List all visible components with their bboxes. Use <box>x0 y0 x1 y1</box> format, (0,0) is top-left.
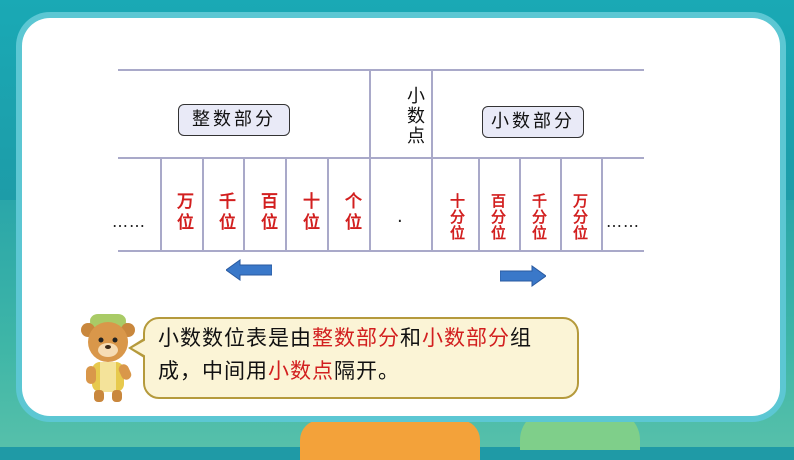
place-qian: 千位 <box>215 192 235 234</box>
divider <box>478 157 480 250</box>
place-thousandths: 千分位 <box>530 193 548 241</box>
divider <box>160 157 162 250</box>
place-ten-thousandths: 万分位 <box>571 193 589 241</box>
arrow-right-icon <box>500 265 546 287</box>
left-ellipsis: …… <box>112 212 146 231</box>
decimal-point-label: 小数点 <box>404 86 425 146</box>
arrow-left-icon <box>226 259 272 281</box>
divider-point-left <box>369 69 371 250</box>
divider-point-right <box>431 69 433 250</box>
integer-part-label: 整数部分 <box>178 104 290 136</box>
divider <box>519 157 521 250</box>
table-mid-line <box>118 157 644 159</box>
bubble-highlight-point: 小数点 <box>268 359 334 383</box>
divider <box>285 157 287 250</box>
decoration-orange <box>300 420 480 460</box>
bubble-highlight-decimal: 小数部分 <box>422 326 510 350</box>
place-ge: 个位 <box>341 192 361 234</box>
table-bottom-line <box>118 250 644 252</box>
place-hundredths: 百分位 <box>489 193 507 241</box>
right-ellipsis: …… <box>606 212 640 231</box>
speech-bubble <box>143 317 579 399</box>
divider <box>560 157 562 250</box>
place-wan: 万位 <box>173 192 193 234</box>
decimal-point-symbol: . <box>397 206 404 227</box>
divider <box>327 157 329 250</box>
divider <box>243 157 245 250</box>
divider <box>202 157 204 250</box>
bubble-text-part: 和 <box>400 326 422 350</box>
bubble-highlight-integer: 整数部分 <box>312 326 400 350</box>
speech-bubble-text: 小数数位表是由整数部分和小数部分组成，中间用小数点隔开。 <box>158 322 570 388</box>
decoration-green <box>520 410 640 450</box>
table-top-line <box>118 69 644 71</box>
decimal-part-label: 小数部分 <box>482 106 584 138</box>
bubble-text-part: 隔开。 <box>334 359 400 383</box>
divider <box>601 157 603 250</box>
bubble-text-part: 组成，中间用 <box>158 326 532 383</box>
bear-mascot-icon <box>81 314 135 402</box>
speech-bubble-tail-inner <box>132 340 146 356</box>
place-tenths: 十分位 <box>448 193 466 241</box>
place-shi: 十位 <box>299 192 319 234</box>
place-bai: 百位 <box>257 192 277 234</box>
bubble-text-part: 小数数位表是由 <box>158 326 312 350</box>
